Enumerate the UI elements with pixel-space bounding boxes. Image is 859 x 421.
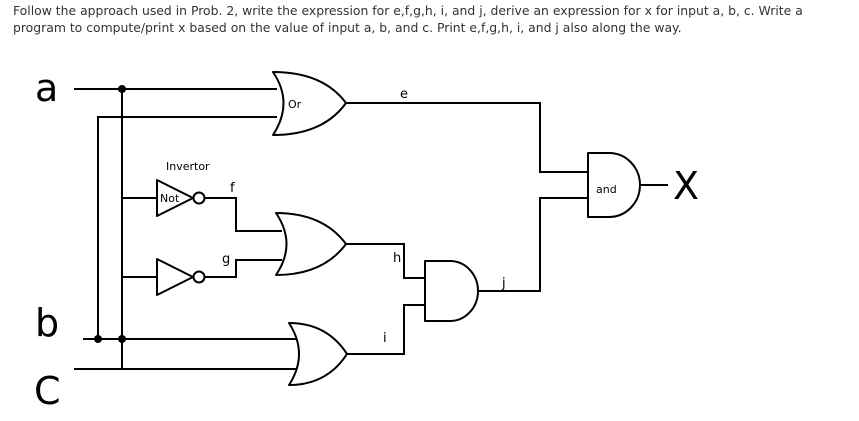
wire-c-to-not: [121, 276, 158, 370]
wire-b-to-or1: [97, 116, 277, 340]
junction-a: [118, 85, 126, 93]
signal-h-label: h: [393, 251, 401, 266]
not-gate-label: Not: [160, 192, 180, 205]
gates: [156, 71, 641, 386]
signal-j-label: j: [501, 276, 506, 291]
wire-g: [204, 259, 282, 278]
wire-a-to-not: [121, 88, 158, 199]
and-gate-1: [424, 260, 479, 322]
signal-i-label: i: [383, 331, 387, 346]
or-gate-label: Or: [288, 98, 302, 111]
input-a-label: a: [35, 66, 58, 110]
wire-e: [345, 102, 589, 173]
input-b-label: b: [35, 301, 59, 345]
junction-b-left: [94, 335, 102, 343]
junctions: [94, 85, 126, 343]
labels: a b C X Or Invertor Not and e f g h i j: [34, 66, 699, 413]
wire-f: [204, 197, 282, 232]
question-text: Follow the approach used in Prob. 2, wri…: [13, 3, 803, 35]
signal-f-label: f: [230, 181, 235, 196]
not-gate-1-bubble: [192, 191, 206, 205]
or-gate-2: [275, 212, 347, 276]
or-gate-3: [288, 322, 348, 386]
invertor-label: Invertor: [166, 160, 210, 173]
wire-j: [477, 197, 589, 292]
signal-g-label: g: [222, 252, 230, 267]
junction-b-right: [118, 335, 126, 343]
wires: [74, 88, 668, 370]
wire-i: [346, 304, 426, 355]
output-x-label: X: [673, 164, 699, 208]
input-c-label: C: [34, 369, 61, 413]
wire-h: [345, 243, 426, 279]
not-gate-1: [156, 179, 194, 217]
and-gate-label: and: [596, 183, 617, 196]
signal-e-label: e: [400, 87, 408, 102]
not-gate-2-bubble: [192, 270, 206, 284]
not-gate-2: [156, 258, 194, 296]
or-gate-1: [272, 71, 347, 136]
and-gate-2: [587, 152, 641, 218]
